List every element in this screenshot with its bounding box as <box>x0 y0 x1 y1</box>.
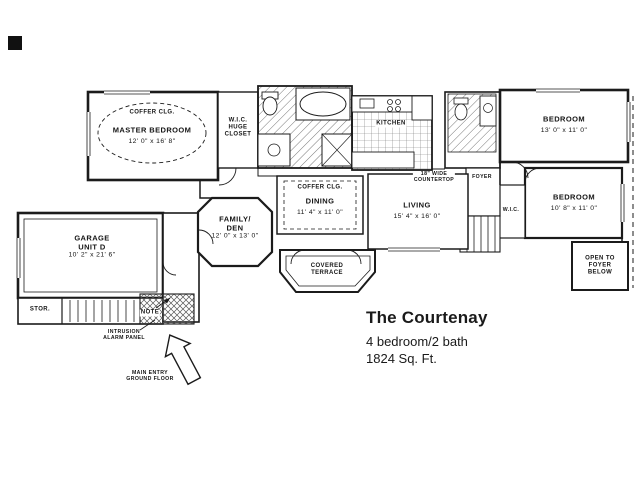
bath-2 <box>444 91 501 169</box>
note-label: NOTE <box>139 309 161 317</box>
dining-label: DINING <box>305 196 335 206</box>
alarm-panel-label: INTRUSION ALARM PANEL <box>103 329 145 342</box>
stairs-lower <box>69 300 135 322</box>
toilet-icon <box>262 96 278 116</box>
bedroom-2-label: BEDROOM <box>543 114 585 124</box>
kitchen-label: KITCHEN <box>375 120 407 128</box>
bedroom-2-room <box>498 88 630 164</box>
entry-line1: MAIN ENTRY <box>131 370 169 377</box>
countertop-line1: 18" WIDE <box>420 171 448 178</box>
main-entry-arrow-icon <box>164 334 202 386</box>
open-to-foyer-label: OPEN TO FOYER BELOW <box>585 256 615 277</box>
wic-room <box>496 184 526 239</box>
dining-dims: 11' 4" x 11' 0" <box>296 209 344 217</box>
foyer-room <box>465 167 501 217</box>
master-closet-label: W.I.C. HUGE CLOSET <box>225 118 252 139</box>
main-entry-label: MAIN ENTRY GROUND FLOOR <box>126 370 174 383</box>
kitchen-sink-icon <box>359 98 375 109</box>
sink-icon <box>483 103 493 113</box>
living-room <box>367 173 469 250</box>
alarm-line2: ALARM PANEL <box>103 335 145 341</box>
fridge-icon <box>411 95 433 121</box>
alarm-line1: INTRUSION <box>107 329 141 336</box>
dining-coffer-label: COFFER CLG. <box>297 184 343 191</box>
tub-icon <box>299 91 347 117</box>
toilet-icon <box>454 103 468 121</box>
master-closet-line1: W.I.C. <box>228 117 248 124</box>
open-to-foyer-area <box>571 241 629 291</box>
garage-label: GARAGE UNIT D 10' 2" x 21' 6" <box>68 234 115 259</box>
kitchen-room <box>351 95 433 171</box>
alarm-leader-line <box>139 319 156 331</box>
open-foyer-line3: BELOW <box>587 269 613 276</box>
title-block: The Courtenay 4 bedroom/2 bath 1824 Sq. … <box>366 308 488 366</box>
wall-connectors <box>199 162 623 242</box>
family-den-room <box>196 196 274 268</box>
sink-icon <box>267 143 281 157</box>
windows <box>15 87 631 278</box>
plan-area: 1824 Sq. Ft. <box>366 351 437 366</box>
countertop-note-label: 18" WIDE COUNTERTOP <box>412 171 456 184</box>
storage-label: STOR. <box>29 306 51 313</box>
master-coffer-ceiling-outline <box>97 102 207 164</box>
family-den-dims: 12' 0" x 13' 0" <box>211 232 259 240</box>
master-bath <box>257 85 353 169</box>
master-coffer-label: COFFER CLG. <box>129 109 175 116</box>
foyer-label: FOYER <box>472 174 492 181</box>
covered-terrace-label: COVERED TERRACE <box>311 263 343 277</box>
terrace-line1: COVERED <box>310 263 344 270</box>
bedroom-3-room <box>523 166 624 240</box>
terrace-line2: TERRACE <box>311 270 343 276</box>
bedroom-3-label: BEDROOM <box>553 192 595 202</box>
master-bedroom-room <box>86 90 220 182</box>
open-foyer-line2: FOYER <box>588 262 612 269</box>
entry-line2: GROUND FLOOR <box>126 376 174 382</box>
bedroom-2-dims: 13' 0" x 11' 0" <box>540 127 588 135</box>
door-arcs <box>162 161 541 276</box>
bedroom-3-dims: 10' 8" x 11' 0" <box>550 205 598 213</box>
master-bedroom-dims: 12' 0" x 16' 8" <box>128 138 176 146</box>
open-foyer-line1: OPEN TO <box>585 255 615 262</box>
page-corner-marker <box>8 36 22 50</box>
counter-peninsula <box>351 151 415 169</box>
master-bedroom-label: MASTER BEDROOM <box>112 125 192 135</box>
plan-name: The Courtenay <box>366 308 488 327</box>
dining-coffer-ceiling-outline <box>283 180 357 230</box>
stove-icon <box>387 99 401 112</box>
garage-line1: GARAGE <box>74 233 110 243</box>
master-closet-line2: HUGE <box>228 124 248 131</box>
living-dims: 15' 4" x 16' 0" <box>393 213 441 221</box>
master-closet-line3: CLOSET <box>224 131 252 138</box>
family-den-line1: FAMILY/ <box>219 214 251 224</box>
countertop-line2: COUNTERTOP <box>413 177 455 183</box>
note-arrow <box>155 297 171 309</box>
plan-spec: 4 bedroom/2 bath <box>366 334 468 349</box>
family-den-line2: DEN <box>226 223 244 233</box>
covered-terrace <box>279 249 376 293</box>
family-den-label: FAMILY/ DEN 12' 0" x 13' 0" <box>211 215 258 240</box>
garage-dims: 10' 2" x 21' 6" <box>68 251 116 259</box>
dining-room <box>276 175 364 235</box>
living-label: LIVING <box>403 200 431 210</box>
wic-label: W.I.C. <box>502 207 520 214</box>
garage-line2: UNIT D <box>78 242 106 252</box>
